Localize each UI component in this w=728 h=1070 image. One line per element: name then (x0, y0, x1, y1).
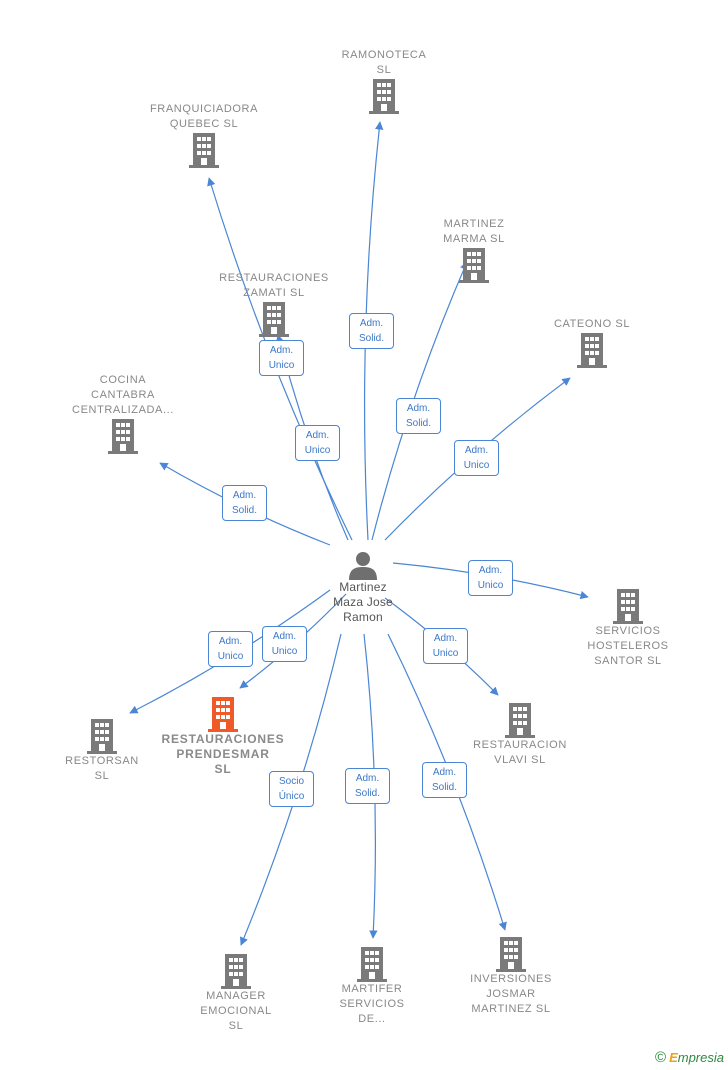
company-node-josmar[interactable]: INVERSIONES JOSMAR MARTINEZ SL (455, 936, 567, 1017)
company-node-restorsan[interactable]: RESTORSAN SL (52, 718, 152, 784)
company-name: CATEONO SL (553, 318, 631, 330)
company-node-martifer[interactable]: MARTIFER SERVICIOS DE... (322, 946, 422, 1027)
relation-label-servicios[interactable]: Adm. Unico (468, 560, 513, 596)
person-name: Martinez Maza Jose Ramon (333, 580, 393, 624)
relation-label-josmar[interactable]: Adm. Solid. (422, 762, 467, 798)
company-name: MARTINEZ MARMA SL (443, 218, 505, 245)
relation-label-manager[interactable]: Socio Único (269, 771, 314, 807)
relation-label-franquiciadora[interactable]: Adm. Unico (259, 340, 304, 376)
building-icon (505, 703, 535, 738)
company-name: COCINA CANTABRA CENTRALIZADA... (72, 374, 174, 416)
main-company-node[interactable]: RESTAURACIONES PRENDESMAR SL (153, 696, 293, 777)
building-icon (577, 333, 607, 368)
company-name: RAMONOTECA SL (341, 49, 427, 76)
building-icon (108, 419, 138, 454)
building-icon (357, 947, 387, 982)
relation-label-cateono[interactable]: Adm. Unico (454, 440, 499, 476)
brand-logo[interactable]: ©Empresia (655, 1049, 724, 1066)
person-icon (349, 552, 377, 580)
copyright-symbol: © (655, 1049, 667, 1066)
relation-label-cocina[interactable]: Adm. Solid. (222, 485, 267, 521)
relation-label-martifer[interactable]: Adm. Solid. (345, 768, 390, 804)
company-name: RESTAURACION VLAVI SL (473, 739, 567, 766)
company-name: MANAGER EMOCIONAL SL (200, 990, 272, 1032)
main-company-name: RESTAURACIONES PRENDESMAR SL (161, 732, 285, 776)
building-icon (259, 302, 289, 337)
company-name: INVERSIONES JOSMAR MARTINEZ SL (470, 973, 552, 1015)
building-icon (496, 937, 526, 972)
company-node-vlavi[interactable]: RESTAURACION VLAVI SL (464, 702, 576, 768)
person-node[interactable]: Martinez Maza Jose Ramon (318, 550, 408, 625)
building-icon (369, 79, 399, 114)
company-node-ramonoteca[interactable]: RAMONOTECA SL (324, 48, 444, 114)
company-node-zamati[interactable]: RESTAURACIONES ZAMATI SL (209, 271, 339, 337)
company-node-servicios[interactable]: SERVICIOS HOSTELEROS SANTOR SL (572, 588, 684, 669)
company-name: RESTORSAN SL (65, 755, 139, 782)
relation-label-ramonoteca[interactable]: Adm. Solid. (349, 313, 394, 349)
relation-label-prendesmar[interactable]: Adm. Unico (262, 626, 307, 662)
company-name: MARTIFER SERVICIOS DE... (339, 983, 405, 1025)
company-node-cocina[interactable]: COCINA CANTABRA CENTRALIZADA... (58, 373, 188, 454)
brand-initial: E (669, 1050, 678, 1065)
relation-label-vlavi[interactable]: Adm. Unico (423, 628, 468, 664)
company-name: SERVICIOS HOSTELEROS SANTOR SL (587, 625, 669, 667)
company-node-manager[interactable]: MANAGER EMOCIONAL SL (186, 953, 286, 1034)
building-icon-highlighted (208, 697, 238, 732)
relation-label-marma[interactable]: Adm. Solid. (396, 398, 441, 434)
company-node-cateono[interactable]: CATEONO SL (532, 317, 652, 368)
company-name: RESTAURACIONES ZAMATI SL (219, 272, 329, 299)
brand-name: mpresia (677, 1050, 724, 1065)
relation-label-zamati[interactable]: Adm. Unico (295, 425, 340, 461)
building-icon (189, 133, 219, 168)
company-name: FRANQUICIADORA QUEBEC SL (149, 103, 259, 130)
company-node-marma[interactable]: MARTINEZ MARMA SL (414, 217, 534, 283)
building-icon (221, 954, 251, 989)
building-icon (87, 719, 117, 754)
building-icon (613, 589, 643, 624)
building-icon (459, 248, 489, 283)
relation-label-restorsan[interactable]: Adm. Unico (208, 631, 253, 667)
company-node-franquiciadora[interactable]: FRANQUICIADORA QUEBEC SL (134, 102, 274, 168)
